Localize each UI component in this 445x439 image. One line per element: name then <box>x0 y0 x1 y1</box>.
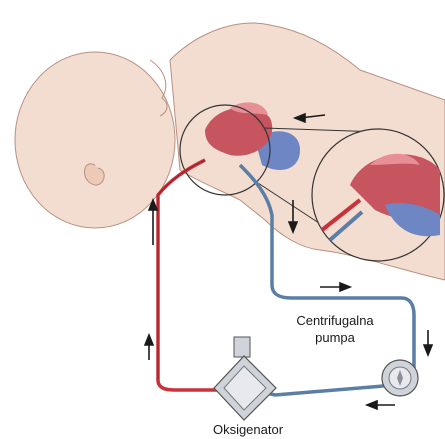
pump-label-line1: Centrifugalna <box>275 312 395 329</box>
pump-to-oxygenator <box>262 385 395 395</box>
pump-icon <box>382 360 418 396</box>
oxygenator-icon <box>214 337 276 420</box>
arterial-line <box>158 160 222 390</box>
oxygenator-label: Oksigenator <box>198 421 298 438</box>
pump-label: Centrifugalna pumpa <box>275 312 395 346</box>
heart-magnified <box>312 129 444 261</box>
pump-label-line2: pumpa <box>275 329 395 346</box>
infant-head <box>15 52 175 228</box>
